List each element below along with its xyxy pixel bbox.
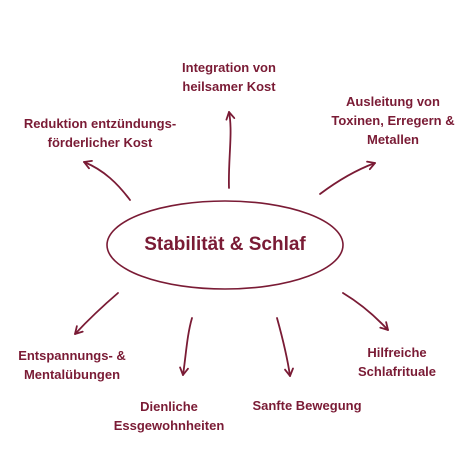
branch-dienliche: Dienliche Essgewohnheiten bbox=[96, 397, 242, 435]
branch-line: Sanfte Bewegung bbox=[252, 398, 362, 413]
arrow-hilfreiche bbox=[342, 292, 389, 331]
branch-line: Schlafrituale bbox=[357, 364, 437, 379]
branch-line: Essgewohnheiten bbox=[113, 418, 225, 433]
arrow-ausleitung bbox=[319, 160, 376, 195]
arrow-sanfte bbox=[276, 317, 294, 377]
center-ellipse bbox=[106, 200, 344, 290]
branch-sanfte: Sanfte Bewegung bbox=[242, 396, 372, 415]
branch-line: Mentalübungen bbox=[23, 367, 121, 382]
branch-line: Toxinen, Erregern & bbox=[331, 113, 455, 128]
branch-line: Metallen bbox=[366, 132, 419, 147]
branch-line: Dienliche bbox=[140, 399, 198, 414]
branch-line: Integration von bbox=[182, 60, 276, 75]
branch-line: heilsamer Kost bbox=[182, 79, 276, 94]
branch-reduktion: Reduktion entzündungs- förderlicher Kost bbox=[2, 114, 198, 152]
branch-line: Ausleitung von bbox=[346, 94, 440, 109]
arrow-integration bbox=[225, 111, 236, 189]
branch-hilfreiche: Hilfreiche Schlafrituale bbox=[332, 343, 462, 381]
branch-line: Reduktion entzündungs- bbox=[23, 116, 177, 131]
branch-line: förderlicher Kost bbox=[47, 135, 153, 150]
center-title: Stabilität & Schlaf bbox=[144, 234, 306, 255]
branch-line: Hilfreiche bbox=[367, 345, 427, 360]
branch-integration: Integration von heilsamer Kost bbox=[164, 58, 294, 96]
arrow-dienliche bbox=[179, 317, 193, 376]
branch-entspannung: Entspannungs- & Mentalübungen bbox=[4, 346, 140, 384]
arrow-reduktion bbox=[83, 159, 131, 201]
branch-line: Entspannungs- & bbox=[18, 348, 126, 363]
branch-ausleitung: Ausleitung von Toxinen, Erregern & Metal… bbox=[318, 92, 468, 149]
arrow-entspannung bbox=[74, 292, 119, 335]
